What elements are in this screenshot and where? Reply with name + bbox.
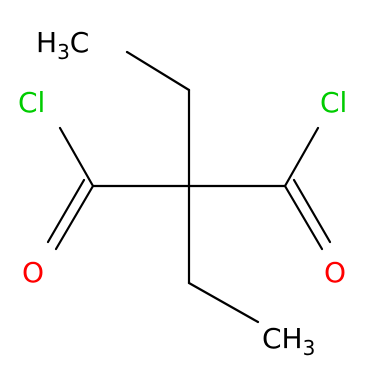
bond-right-c-o-2: [292, 178, 332, 244]
methyl-bottom-ch: CH: [262, 322, 303, 355]
methyl-top-subscript: 3: [57, 40, 70, 64]
bond-right-c-o-1: [283, 184, 324, 251]
atom-o-left: O: [22, 256, 44, 289]
bond-lower-ethyl-methyl: [187, 281, 260, 324]
bonds: [46, 50, 332, 324]
methyl-bottom-subscript: 3: [303, 336, 316, 360]
methyl-bottom-label: CH3: [262, 322, 315, 360]
atom-o-right: O: [324, 256, 346, 289]
bond-left-c-o-2: [46, 178, 86, 244]
bond-upper-ethyl-methyl: [125, 50, 191, 92]
bond-left-c-cl: [58, 126, 95, 188]
atom-cl-right: Cl: [320, 86, 347, 119]
methyl-top-c: C: [70, 26, 90, 59]
methyl-top-h: H: [36, 26, 57, 59]
methyl-top-label: H3C: [36, 26, 89, 64]
atom-cl-left: Cl: [18, 86, 45, 119]
bond-left-c-o-1: [54, 184, 95, 251]
bond-right-c-cl: [283, 126, 320, 188]
